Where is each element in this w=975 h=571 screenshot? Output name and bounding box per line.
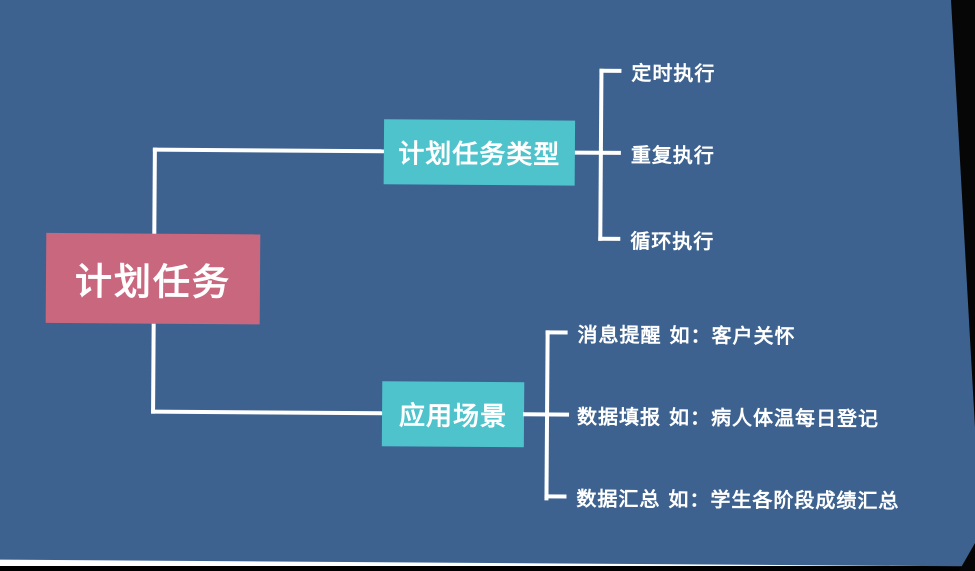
branch-node-label: 应用场景 (398, 401, 508, 433)
leaf-label: 定时执行 (631, 60, 716, 86)
connector-line (544, 494, 567, 499)
leaf-node-data-entry[interactable]: 数据填报 如：病人体温每日登记 (577, 400, 879, 432)
root-node-label: 计划任务 (74, 260, 232, 305)
leaf-label: 重复执行 (630, 142, 715, 168)
leaf-label: 消息提醒 如：客户关怀 (577, 322, 796, 348)
leaf-node-message-reminder[interactable]: 消息提醒 如：客户关怀 (578, 318, 796, 350)
leaf-node-repeat-execution[interactable]: 重复执行 (631, 138, 715, 169)
connector-line (544, 330, 550, 501)
connector-line (598, 236, 621, 241)
connector-line (151, 323, 156, 414)
connector-line (152, 147, 385, 154)
leaf-node-timed-execution[interactable]: 定时执行 (631, 56, 715, 87)
connector-line (151, 409, 384, 416)
leaf-node-loop-execution[interactable]: 循环执行 (630, 224, 714, 255)
mindmap-content: 计划任务 计划任务类型 定时执行 重复执行 循环执行 应用场 (45, 56, 900, 514)
connector-line (598, 68, 604, 241)
leaf-label: 循环执行 (630, 228, 715, 254)
branch-node-label: 计划任务类型 (398, 139, 561, 171)
leaf-node-data-summary[interactable]: 数据汇总 如：学生各阶段成绩汇总 (576, 482, 899, 514)
root-node[interactable]: 计划任务 (45, 232, 261, 325)
connector-line (545, 330, 568, 335)
leaf-label: 数据填报 如：病人体温每日登记 (576, 404, 880, 431)
connector-line (599, 68, 622, 73)
branch-node-use-cases[interactable]: 应用场景 (381, 381, 525, 448)
leaf-label: 数据汇总 如：学生各阶段成绩汇总 (576, 486, 900, 513)
connector-line (152, 147, 157, 236)
branch-node-task-types[interactable]: 计划任务类型 (383, 119, 576, 186)
